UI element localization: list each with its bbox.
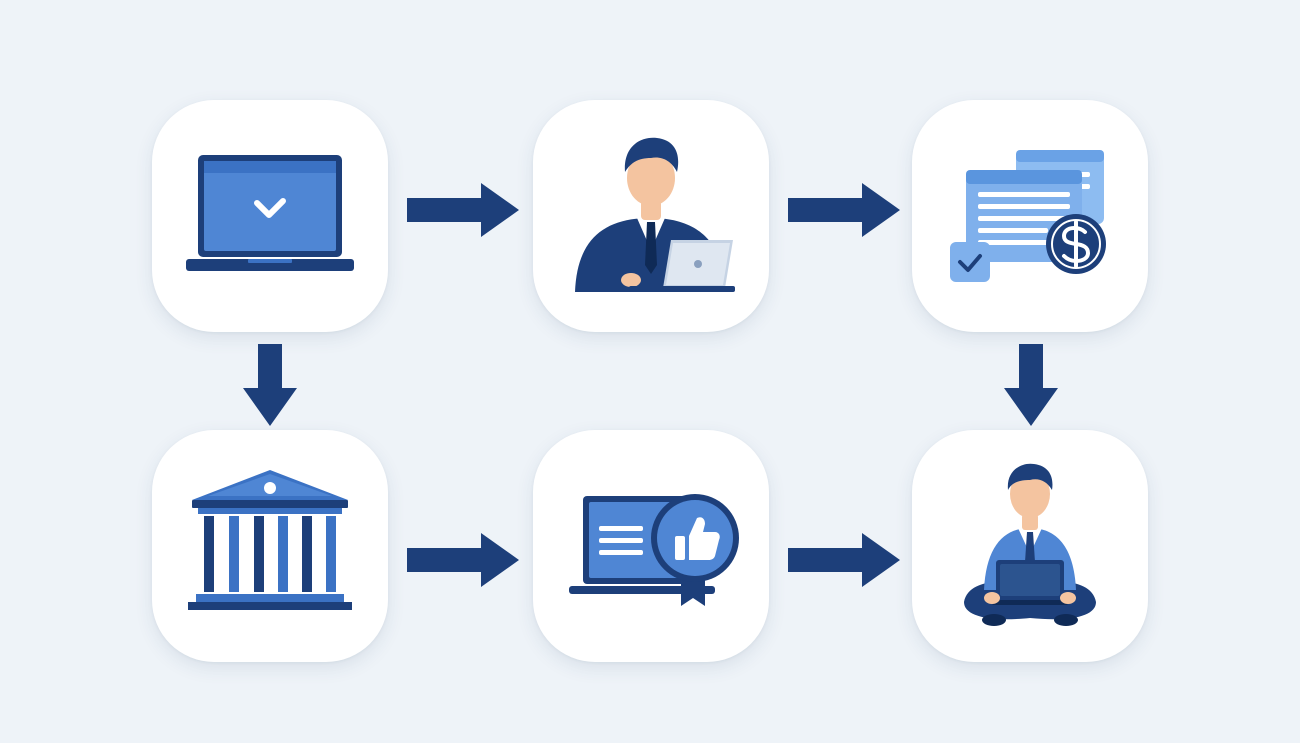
arrow-documents-to-person — [1004, 344, 1058, 426]
bank-building-icon — [188, 470, 352, 610]
documents-dollar-icon — [950, 150, 1106, 282]
businessman-laptop-icon — [575, 137, 735, 292]
node-bank — [152, 430, 388, 662]
arrow-right-icon — [788, 533, 900, 587]
arrow-laptop-to-businessman — [407, 183, 519, 237]
node-laptop — [152, 100, 388, 332]
arrow-right-icon — [407, 183, 519, 237]
laptop-check-icon — [186, 155, 354, 271]
node-businessman — [533, 100, 769, 332]
arrow-businessman-to-documents — [788, 183, 900, 237]
node-approval — [533, 430, 769, 662]
laptop-approval-icon — [569, 494, 739, 606]
node-documents — [912, 100, 1148, 332]
person-meditating-laptop-icon — [964, 463, 1096, 626]
node-person-laptop — [912, 430, 1148, 662]
arrow-down-icon — [243, 344, 297, 426]
arrow-down-icon — [1004, 344, 1058, 426]
arrow-bank-to-approval — [407, 533, 519, 587]
arrow-right-icon — [788, 183, 900, 237]
arrow-approval-to-person — [788, 533, 900, 587]
arrow-laptop-to-bank — [243, 344, 297, 426]
arrow-right-icon — [407, 533, 519, 587]
